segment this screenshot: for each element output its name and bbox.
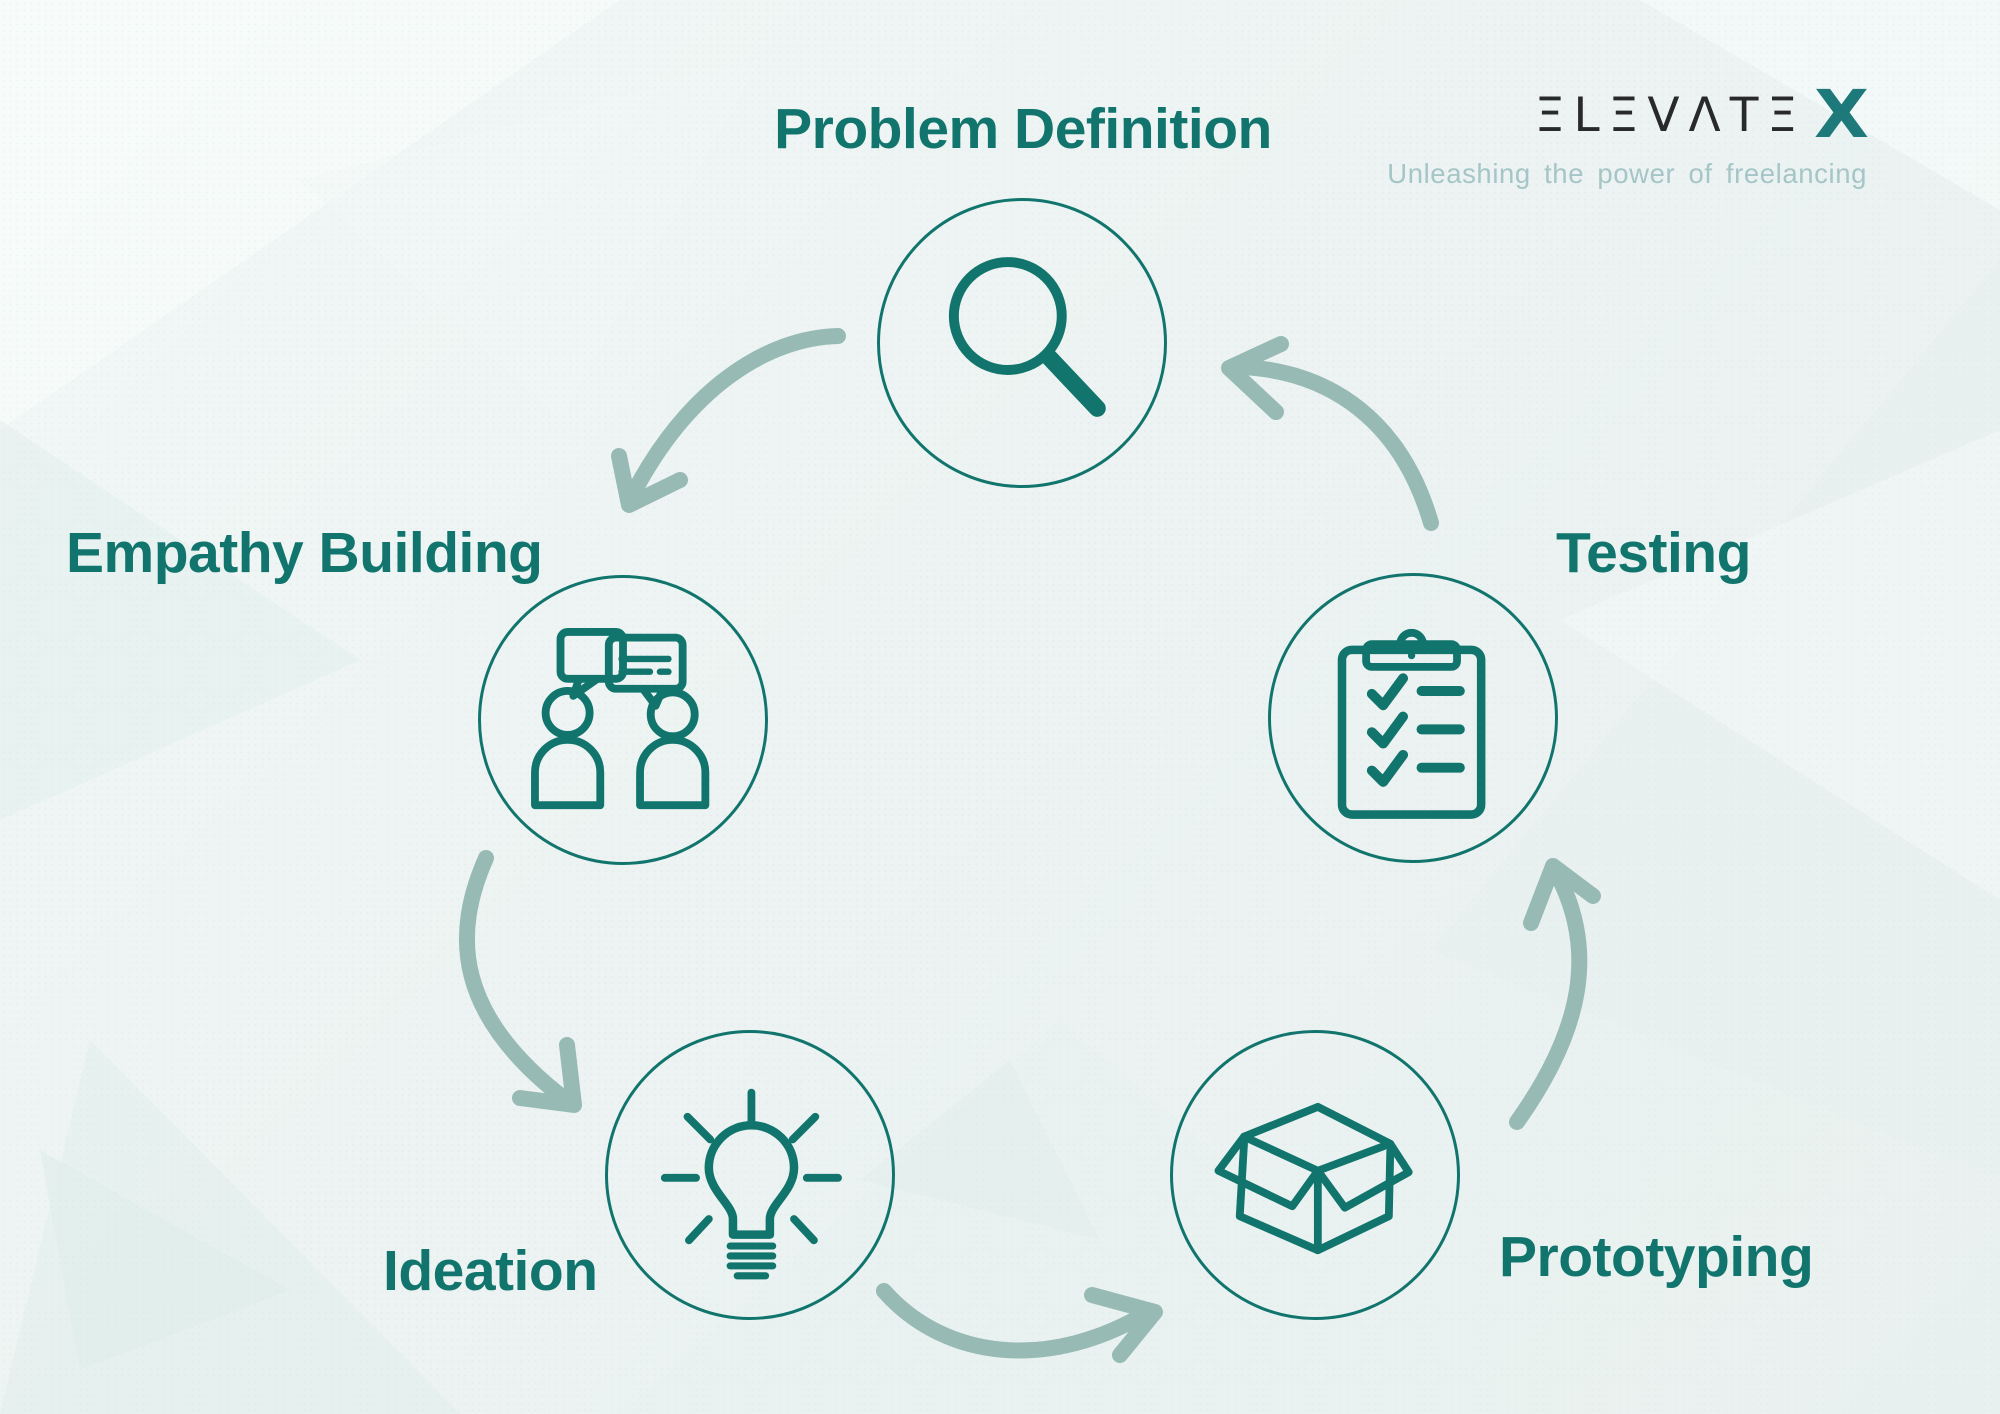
stage-label-empathy-building: Empathy Building bbox=[66, 521, 543, 585]
magnifier-icon bbox=[948, 257, 1106, 417]
stage-label-ideation: Ideation bbox=[383, 1239, 598, 1303]
logo-tagline: Unleashing the power of freelancing bbox=[1387, 158, 1867, 189]
arrow-problem-to-empathy bbox=[611, 328, 846, 513]
open-box-icon bbox=[1214, 1102, 1413, 1255]
logo-x-mark: X bbox=[1814, 76, 1870, 153]
stage-label-prototyping: Prototyping bbox=[1499, 1225, 1814, 1289]
stage-circle-problem-definition bbox=[877, 198, 1167, 488]
conversation-icon bbox=[531, 628, 710, 810]
stage-circle-empathy-building bbox=[478, 575, 768, 865]
stage-circle-testing bbox=[1268, 573, 1558, 863]
logo-brand-row: ΞLΞVΛTΞ X bbox=[1534, 76, 1870, 153]
stage-circle-prototyping bbox=[1170, 1030, 1460, 1320]
arrow-prototyping-to-testing bbox=[1509, 858, 1601, 1130]
arrow-testing-to-problem bbox=[1221, 336, 1439, 531]
checklist-clipboard-icon bbox=[1337, 628, 1486, 819]
stage-label-problem-definition: Problem Definition bbox=[774, 97, 1272, 161]
lightbulb-icon bbox=[660, 1088, 842, 1280]
logo-brand-wordmark: ΞLΞVΛTΞ bbox=[1534, 87, 1807, 143]
elevatex-logo: ΞLΞVΛTΞ X Unleashing the power of freela… bbox=[1387, 76, 1870, 190]
stage-label-testing: Testing bbox=[1556, 521, 1751, 585]
arrow-empathy-to-ideation bbox=[458, 850, 582, 1113]
stage-circle-ideation bbox=[605, 1030, 895, 1320]
arrow-ideation-to-prototyping bbox=[876, 1283, 1163, 1363]
